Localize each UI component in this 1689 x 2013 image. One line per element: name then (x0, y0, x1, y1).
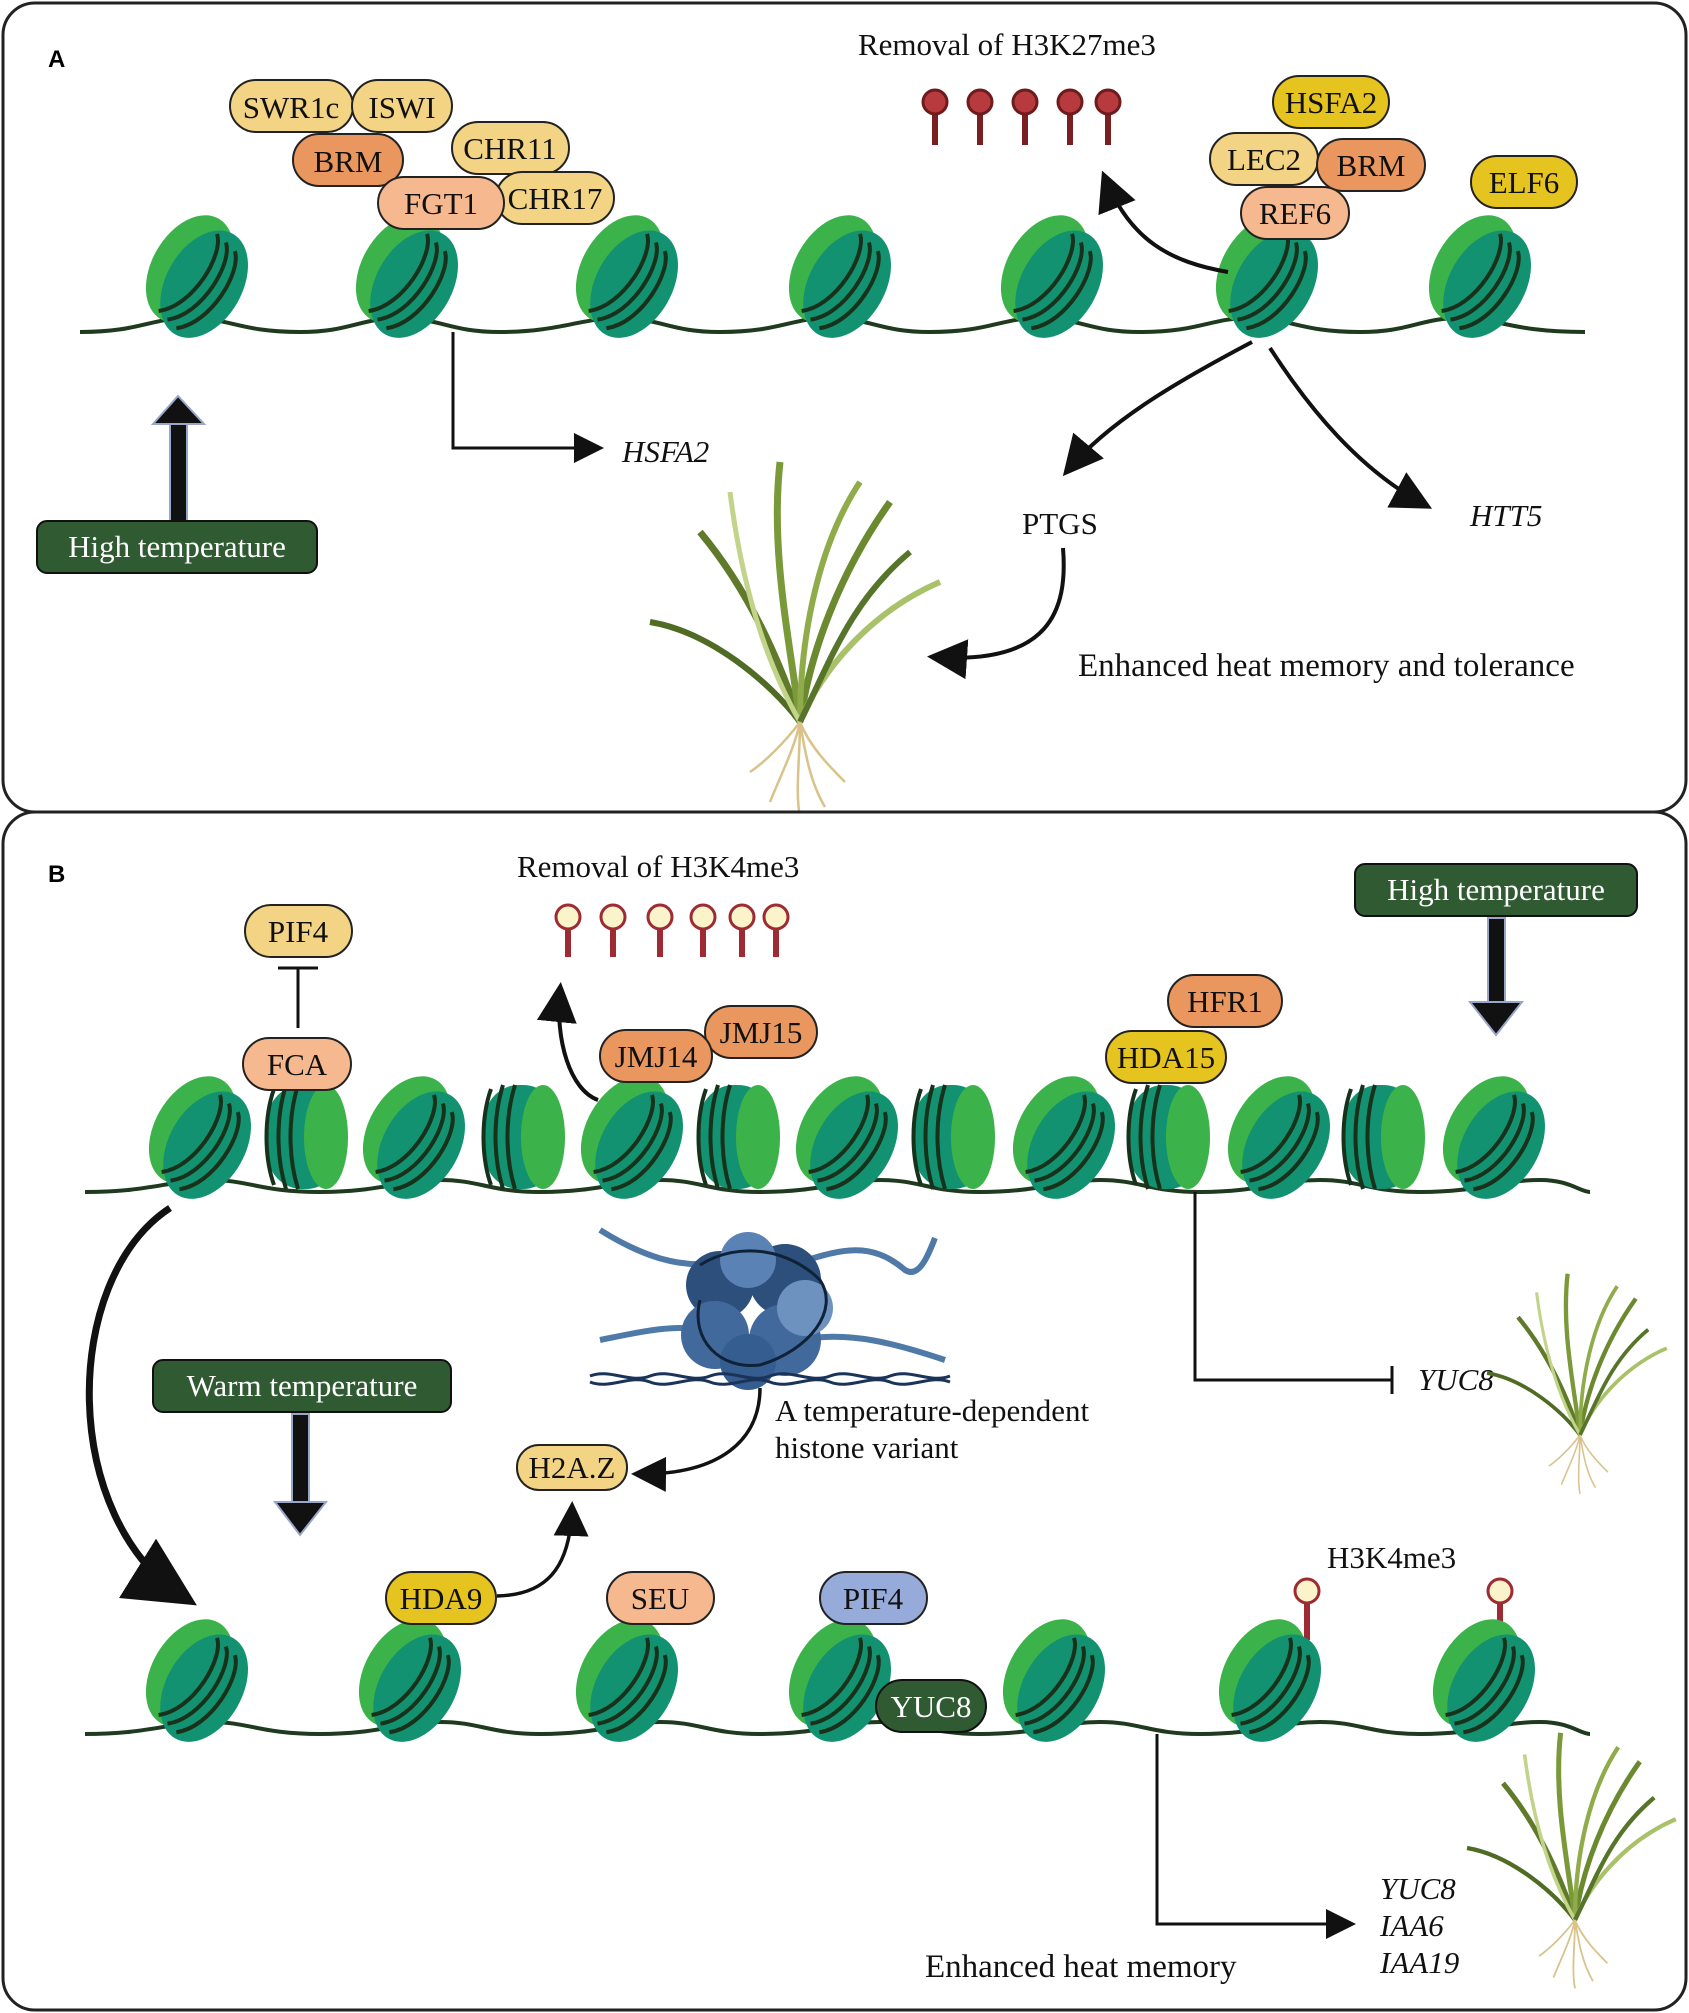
protein-brm-2: BRM (1316, 138, 1426, 192)
protein-jmj15: JMJ15 (704, 1005, 818, 1059)
protein-chr17: CHR17 (495, 171, 615, 225)
svg-text:JMJ14: JMJ14 (615, 1039, 698, 1074)
svg-text:SEU: SEU (631, 1581, 690, 1616)
htt5-arrow (1268, 346, 1433, 509)
high-temperature-box-b: High temperature (1354, 863, 1638, 917)
variant-to-h2az-arrow (631, 1387, 762, 1492)
panel-a-label: A (48, 46, 65, 73)
svg-text:HFR1: HFR1 (1187, 984, 1263, 1019)
yuc8-repression-line (1193, 1192, 1394, 1394)
fca-inhibits-pif4 (278, 966, 318, 1028)
removal-arrow-a (1098, 170, 1229, 274)
protein-yuc8: YUC8 (875, 1679, 987, 1733)
svg-text:BRM: BRM (1337, 148, 1406, 183)
hda9-to-h2az-arrow (496, 1501, 589, 1598)
svg-text:LEC2: LEC2 (1227, 142, 1301, 177)
svg-text:ELF6: ELF6 (1489, 165, 1560, 200)
protein-fgt1: FGT1 (377, 176, 505, 230)
protein-h2az: H2A.Z (516, 1444, 628, 1491)
warm-temp-arrow (272, 1413, 329, 1537)
high-temperature-box-a: High temperature (36, 520, 318, 574)
gene-iaa19: IAA19 (1379, 1945, 1459, 1980)
protein-pif4-top: PIF4 (244, 904, 353, 958)
outcome-b: Enhanced heat memory (925, 1949, 1237, 1985)
h3k4me3-label: H3K4me3 (1327, 1540, 1456, 1575)
svg-text:JMJ15: JMJ15 (720, 1015, 803, 1050)
svg-text:High temperature: High temperature (1387, 872, 1605, 907)
svg-text:Warm temperature: Warm temperature (187, 1368, 418, 1403)
svg-text:PIF4: PIF4 (268, 914, 329, 949)
svg-text:H2A.Z: H2A.Z (529, 1450, 616, 1485)
protein-jmj14: JMJ14 (599, 1029, 713, 1083)
nucleosome-front (264, 1083, 350, 1191)
gene-hsfa2: HSFA2 (621, 434, 709, 469)
protein-seu: SEU (606, 1571, 715, 1625)
h3k4me3-mark (1293, 1577, 1321, 1640)
svg-text:HDA9: HDA9 (400, 1581, 483, 1616)
svg-text:HSFA2: HSFA2 (1285, 85, 1377, 120)
dna-strand-b-bottom (84, 1719, 1591, 1737)
protein-swr1c: SWR1c (229, 79, 354, 133)
gene-yuc8: YUC8 (1380, 1871, 1456, 1906)
protein-hda15: HDA15 (1105, 1030, 1227, 1084)
protein-brm: BRM (292, 133, 404, 187)
nucleosome-front (1341, 1083, 1427, 1191)
svg-text:High temperature: High temperature (68, 529, 286, 564)
warm-temperature-box: Warm temperature (152, 1359, 452, 1413)
histone-variant-illustration (589, 1227, 951, 1390)
svg-text:HDA15: HDA15 (1117, 1040, 1215, 1075)
svg-text:CHR17: CHR17 (508, 181, 603, 216)
gene-htt5: HTT5 (1469, 498, 1542, 533)
ptgs-to-plant-arrow (927, 547, 1066, 680)
gene-yuc8-repressed: YUC8 (1418, 1362, 1494, 1397)
protein-fca: FCA (242, 1037, 352, 1091)
high-temp-arrow-a (150, 394, 207, 523)
protein-lec2: LEC2 (1209, 132, 1319, 186)
svg-text:YUC8: YUC8 (891, 1689, 972, 1724)
gene-activation-arrow (1155, 1734, 1356, 1939)
removal-h3k4me3-title: Removal of H3K4me3 (517, 849, 799, 884)
protein-pif4-bottom: PIF4 (819, 1571, 928, 1625)
removal-h3k27me3-title: Removal of H3K27me3 (858, 27, 1156, 62)
h3k4me3-removed-marks (554, 903, 790, 957)
protein-elf6: ELF6 (1470, 155, 1578, 209)
histone-variant-line1: A temperature-dependent (775, 1393, 1090, 1428)
svg-text:PIF4: PIF4 (843, 1581, 904, 1616)
ptgs-label: PTGS (1022, 506, 1098, 541)
protein-ref6: REF6 (1240, 186, 1350, 240)
svg-text:FGT1: FGT1 (404, 186, 478, 221)
protein-hda9: HDA9 (385, 1571, 497, 1625)
nucleosome-front (481, 1083, 567, 1191)
svg-text:REF6: REF6 (1259, 196, 1331, 231)
high-temp-arrow-b (1467, 917, 1525, 1037)
svg-text:ISWI: ISWI (368, 90, 435, 125)
svg-text:FCA: FCA (267, 1047, 328, 1082)
histone-variant-line2: histone variant (775, 1430, 959, 1465)
protein-chr11: CHR11 (451, 121, 570, 175)
protein-hfr1: HFR1 (1167, 974, 1283, 1028)
protein-hsfa2: HSFA2 (1272, 75, 1390, 129)
ptgs-arrow (1062, 340, 1253, 477)
nucleosome-front (911, 1083, 997, 1191)
panel-b-label: B (48, 861, 65, 888)
hsfa2-gene-arrow (451, 332, 604, 463)
nucleosome-front (1126, 1083, 1212, 1191)
outcome-a: Enhanced heat memory and tolerance (1078, 648, 1575, 684)
removal-arrow-b (536, 982, 599, 1102)
warm-path-arrow (85, 1205, 197, 1606)
h3k27me3-marks (921, 88, 1122, 145)
gene-iaa6: IAA6 (1379, 1908, 1444, 1943)
nucleosome-front (696, 1083, 782, 1191)
svg-text:CHR11: CHR11 (463, 131, 557, 166)
protein-iswi: ISWI (351, 79, 453, 133)
svg-text:SWR1c: SWR1c (243, 90, 339, 125)
svg-text:BRM: BRM (314, 144, 383, 179)
